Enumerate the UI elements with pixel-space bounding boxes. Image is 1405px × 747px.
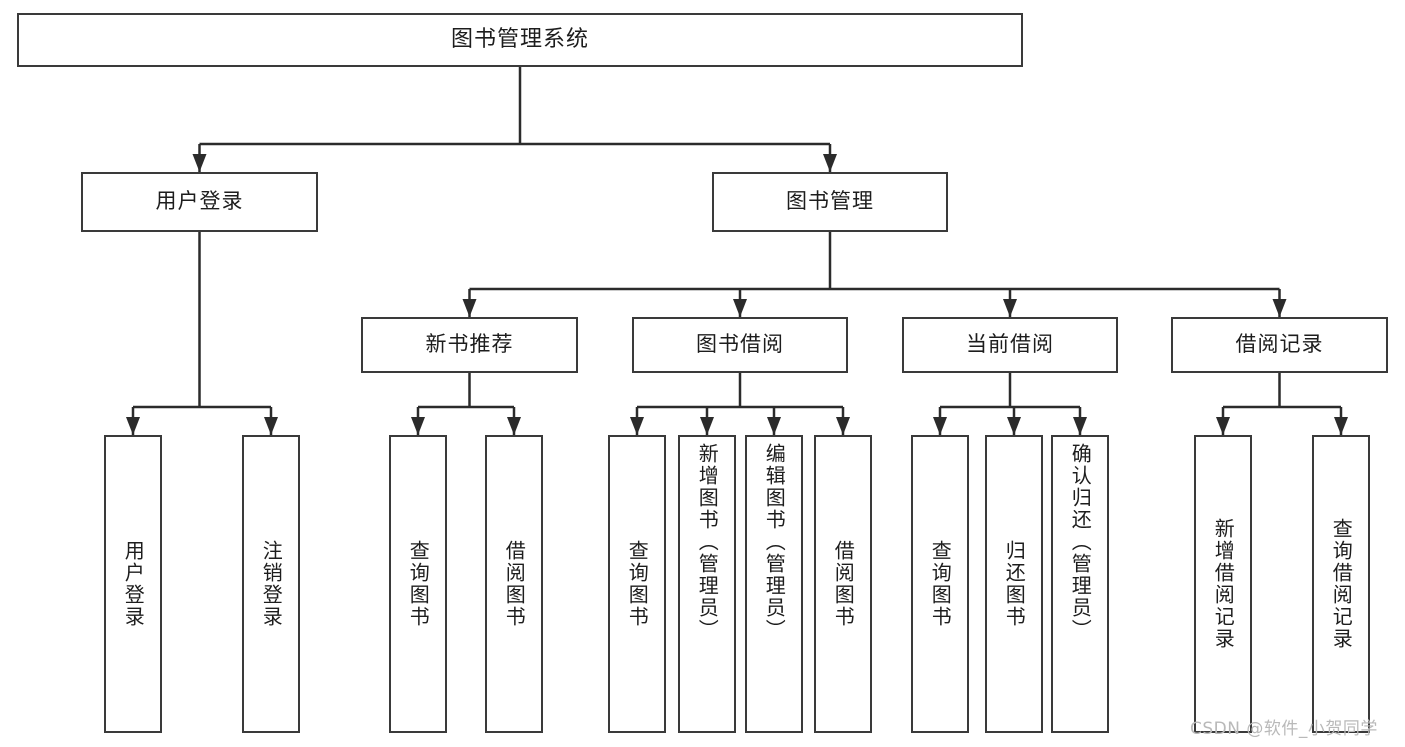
node-l-cu-query[interactable]: 查询图书 (911, 435, 969, 733)
node-label: 借阅图书 (831, 540, 856, 628)
node-label: 归还图书 (1002, 540, 1027, 628)
node-label: 借阅图书 (502, 540, 527, 628)
arrowhead-icon (1272, 299, 1287, 317)
node-label: 注销登录 (259, 540, 284, 628)
node-borrow[interactable]: 图书借阅 (632, 317, 848, 373)
node-l-re-add[interactable]: 新增借阅记录 (1194, 435, 1252, 733)
arrowhead-icon (1216, 417, 1230, 435)
node-l-nb-query[interactable]: 查询图书 (389, 435, 447, 733)
node-l-cu-return[interactable]: 归还图书 (985, 435, 1043, 733)
node-l-cu-conf[interactable]: 确认归还（管理员） (1051, 435, 1109, 733)
node-l-bo-lend[interactable]: 借阅图书 (814, 435, 872, 733)
arrowhead-icon (462, 299, 477, 317)
node-label: 当前借阅 (966, 332, 1054, 357)
node-login[interactable]: 用户登录 (81, 172, 318, 232)
node-label: 确认归还（管理员） (1068, 443, 1093, 641)
node-label: 查询图书 (625, 540, 650, 628)
node-l-bo-edit[interactable]: 编辑图书（管理员） (745, 435, 803, 733)
arrowhead-icon (630, 417, 644, 435)
arrowhead-icon (1073, 417, 1087, 435)
arrowhead-icon (700, 417, 714, 435)
arrowhead-icon (733, 299, 747, 317)
node-label: 查询图书 (406, 540, 431, 628)
node-label: 图书管理 (786, 189, 874, 214)
node-label: 新增图书（管理员） (695, 443, 720, 641)
node-label: 编辑图书（管理员） (762, 443, 787, 641)
node-label: 借阅记录 (1235, 332, 1324, 357)
node-l-login[interactable]: 用户登录 (104, 435, 162, 733)
arrowhead-icon (1334, 417, 1348, 435)
node-label: 用户登录 (155, 189, 244, 214)
arrowhead-icon (1003, 299, 1017, 317)
node-records[interactable]: 借阅记录 (1171, 317, 1388, 373)
arrowhead-icon (264, 417, 278, 435)
arrowhead-icon (126, 417, 140, 435)
node-label: 图书管理系统 (450, 26, 589, 52)
node-l-re-query[interactable]: 查询借阅记录 (1312, 435, 1370, 733)
watermark-label: CSDN @软件_小贺同学 (1190, 719, 1378, 739)
arrowhead-icon (192, 154, 207, 172)
node-l-bo-query[interactable]: 查询图书 (608, 435, 666, 733)
node-label: 查询图书 (928, 540, 953, 628)
node-label: 图书借阅 (696, 332, 784, 357)
node-current[interactable]: 当前借阅 (902, 317, 1118, 373)
node-root[interactable]: 图书管理系统 (17, 13, 1023, 67)
node-label: 新增借阅记录 (1211, 518, 1236, 650)
node-bookmgmt[interactable]: 图书管理 (712, 172, 948, 232)
node-label: 新书推荐 (425, 332, 514, 357)
node-newbook[interactable]: 新书推荐 (361, 317, 578, 373)
arrowhead-icon (507, 417, 521, 435)
node-l-logout[interactable]: 注销登录 (242, 435, 300, 733)
arrowhead-icon (933, 417, 947, 435)
node-label: 查询借阅记录 (1329, 518, 1354, 650)
node-l-bo-add[interactable]: 新增图书（管理员） (678, 435, 736, 733)
arrowhead-icon (767, 417, 781, 435)
arrowhead-icon (1007, 417, 1021, 435)
arrowhead-icon (836, 417, 850, 435)
arrowhead-icon (823, 154, 837, 172)
arrowhead-icon (411, 417, 425, 435)
node-l-nb-borrow[interactable]: 借阅图书 (485, 435, 543, 733)
node-label: 用户登录 (121, 540, 146, 628)
